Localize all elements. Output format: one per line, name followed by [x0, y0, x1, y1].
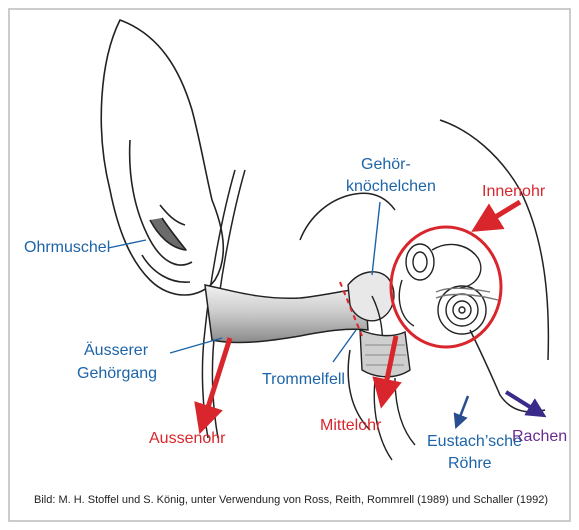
- label-eustach-line2: Röhre: [448, 455, 492, 472]
- label-gehoerk-line1: Gehör-: [361, 156, 411, 173]
- label-gehoergang-line1: Äusserer: [84, 341, 149, 359]
- label-ohrmuschel: Ohrmuschel: [24, 239, 110, 256]
- rachen-arrow: [506, 392, 538, 412]
- ear-canal-drawing: [205, 285, 368, 343]
- leader-trommelfell: [333, 330, 356, 362]
- innenohr-arrow: [484, 202, 520, 224]
- label-gehoergang-line2: Gehörgang: [77, 365, 157, 382]
- aussenohr-arrow: [204, 338, 230, 420]
- pinna-drawing: [101, 20, 223, 295]
- image-caption: Bild: M. H. Stoffel und S. König, unter …: [34, 494, 548, 506]
- label-innenohr: Innenohr: [482, 183, 546, 200]
- eustach-arrow: [458, 396, 468, 422]
- leader-gehoergang: [170, 338, 222, 353]
- label-aussenohr: Aussenohr: [149, 430, 226, 447]
- label-gehoerk-line2: knöchelchen: [346, 178, 436, 195]
- leader-gehoerknoechelchen: [372, 202, 380, 275]
- label-rachen: Rachen: [512, 428, 567, 445]
- label-eustach-line1: Eustach’sche: [427, 433, 522, 450]
- label-mittelohr: Mittelohr: [320, 417, 382, 434]
- label-trommelfell: Trommelfell: [262, 371, 345, 388]
- inner-ear-drawing: [399, 244, 498, 334]
